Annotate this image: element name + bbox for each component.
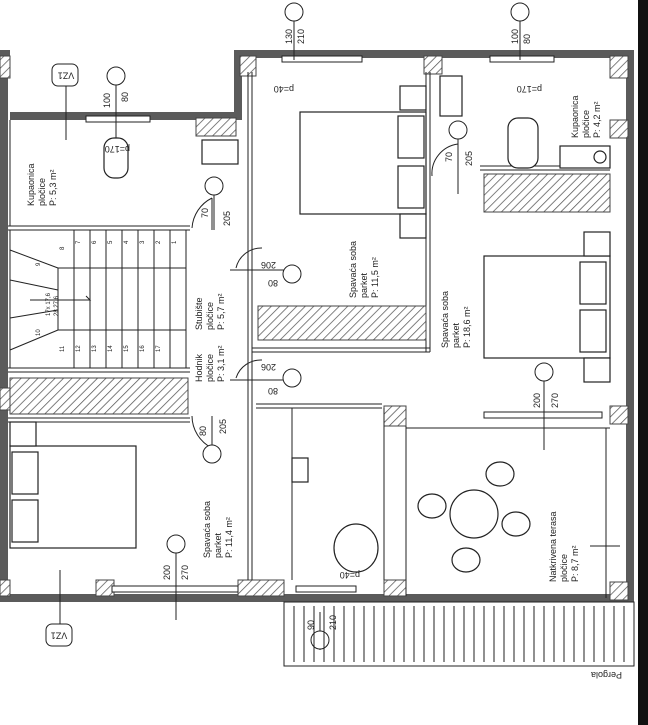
- room-name-bath-left: Kupaonica: [26, 163, 36, 206]
- step-14: 14: [108, 345, 114, 352]
- room-area-bed-left: P: 11,4 m²: [224, 517, 234, 558]
- window-top-mid-sill: p=40: [274, 84, 294, 94]
- step-2: 2: [156, 240, 162, 244]
- window-left-bath-width: 100: [102, 93, 112, 108]
- dimension-markers: [106, 2, 554, 650]
- room-floor-terrace: pločice: [559, 554, 569, 582]
- window-top-right-width: 100: [510, 29, 520, 44]
- section-marks: VZ1 VZ1: [45, 63, 79, 647]
- window-top-right-sill: p=170: [517, 84, 542, 94]
- toilet-right: [507, 117, 539, 169]
- room-floor-bed-top: parket: [359, 272, 369, 298]
- door-stair-bottom-height: 206: [261, 362, 276, 372]
- pergola: [283, 601, 635, 667]
- room-name-bed-top: Spavaća soba: [348, 241, 358, 298]
- door-bath-left-width: 70: [200, 208, 210, 218]
- door-stair-bottom-width: 80: [268, 386, 278, 396]
- step-16: 16: [140, 345, 146, 352]
- page-edge: [638, 0, 648, 725]
- window-bottom-mid-width: 90: [306, 620, 316, 630]
- window-left-bath-height: 80: [120, 92, 130, 102]
- room-name-stairs: Stubište: [194, 297, 204, 330]
- pergola-label: Pergola: [591, 670, 622, 680]
- room-area-terrace: P: 8,7 m²: [570, 545, 580, 582]
- room-area-bed-top: P: 11,5 m²: [370, 257, 380, 298]
- room-area-bath-left: P: 5,3 m²: [48, 169, 58, 206]
- room-area-hall: P: 3,1 m²: [216, 345, 226, 382]
- door-hall-height: 205: [218, 419, 228, 434]
- step-6: 6: [92, 240, 98, 244]
- step-4: 4: [124, 240, 130, 244]
- windows: [85, 55, 603, 593]
- stairs-size: 28 27,6: [54, 295, 60, 316]
- room-area-bath-right: P: 4,2 m²: [592, 101, 602, 138]
- room-labels: Kupaonica pločice P: 5,3 m² Kupaonica pl…: [26, 95, 620, 582]
- step-1: 1: [172, 240, 178, 244]
- step-7: 7: [76, 240, 82, 244]
- room-floor-hall: pločice: [205, 354, 215, 382]
- step-9: 9: [36, 262, 42, 266]
- window-bottom-mid-height: 210: [328, 615, 338, 630]
- stair-numbers: 1 2 3 4 5 6 7 8 9 10 11 12 13 14 15 16 1…: [36, 240, 178, 352]
- room-floor-bath-left: pločice: [37, 178, 47, 206]
- toilet-left: [103, 137, 129, 179]
- step-12: 12: [76, 345, 82, 352]
- furniture: [9, 75, 611, 573]
- step-8: 8: [60, 246, 66, 250]
- room-name-hall: Hodnik: [194, 353, 204, 382]
- step-10: 10: [36, 329, 42, 336]
- door-hall-width: 80: [198, 426, 208, 436]
- section-mark-top: VZ1: [58, 71, 75, 81]
- window-top-mid-width: 130: [284, 29, 294, 44]
- step-15: 15: [124, 345, 130, 352]
- staircase: [9, 229, 187, 369]
- room-name-terrace: Natkrivena terasa: [548, 511, 558, 582]
- room-floor-bath-right: pločice: [581, 110, 591, 138]
- window-terrace-height: 270: [550, 393, 560, 408]
- window-bottom-left-width: 200: [162, 565, 172, 580]
- room-area-bed-right: P: 18,6 m²: [462, 306, 472, 348]
- step-11: 11: [60, 345, 66, 352]
- window-top-mid-height: 210: [296, 29, 306, 44]
- window-terrace-width: 200: [532, 393, 542, 408]
- room-floor-bed-left: parket: [213, 532, 223, 558]
- door-stair-top-width: 80: [268, 278, 278, 288]
- room-name-bed-left: Spavaća soba: [202, 501, 212, 558]
- sink-left: [201, 139, 239, 165]
- door-stair-top-height: 206: [261, 260, 276, 270]
- window-bottom-mid-sill: p=40: [340, 570, 360, 580]
- door-bed-right-width: 70: [444, 152, 454, 162]
- room-floor-stairs: pločice: [205, 302, 215, 330]
- window-top-right-height: 80: [522, 34, 532, 44]
- sink-right: [439, 75, 463, 117]
- section-mark-bottom: VZ1: [51, 631, 68, 641]
- stairs-count: 17x 17,6: [46, 292, 52, 316]
- wardrobes: [9, 173, 611, 415]
- room-area-stairs: P: 5,7 m²: [216, 293, 226, 330]
- doors: [191, 140, 459, 450]
- step-13: 13: [92, 345, 98, 352]
- step-5: 5: [108, 240, 114, 244]
- door-bed-right-height: 205: [464, 151, 474, 166]
- room-name-bed-right: Spavaća soba: [440, 291, 450, 348]
- door-bath-left-height: 205: [222, 211, 232, 226]
- room-floor-bed-right: parket: [451, 322, 461, 348]
- step-3: 3: [140, 240, 146, 244]
- step-17: 17: [156, 345, 162, 352]
- window-left-bath-sill: p=170: [105, 144, 130, 154]
- room-name-bath-right: Kupaonica: [570, 95, 580, 138]
- window-bottom-left-height: 270: [180, 565, 190, 580]
- dimension-text: 130 210 p=40 100 80 p=170 100 80 p=170 7…: [46, 29, 622, 680]
- terrace-table: [449, 489, 499, 539]
